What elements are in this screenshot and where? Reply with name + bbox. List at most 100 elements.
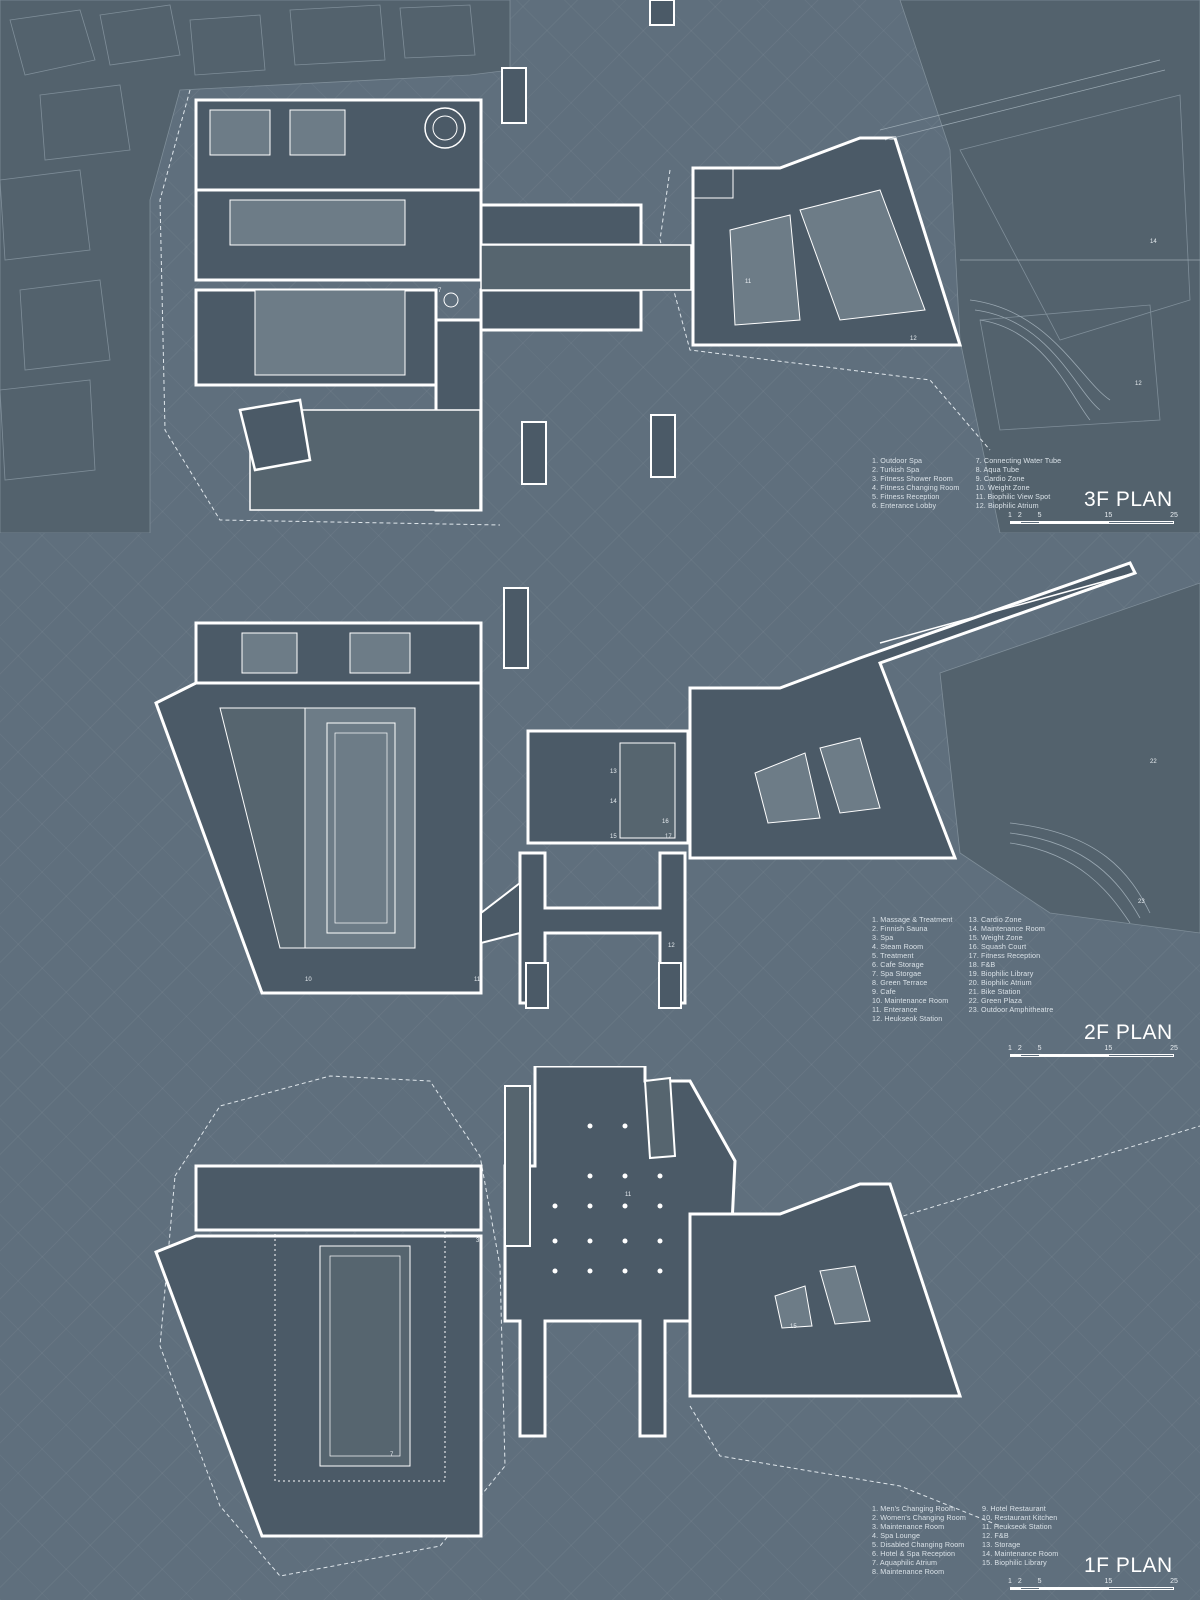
legend-item: 3. Spa: [872, 933, 894, 942]
scale-bar-2f: 1 2 5 15 25: [1008, 1045, 1178, 1059]
legend-item: 2. Turkish Spa: [872, 465, 920, 474]
legend-item: 1. Outdoor Spa: [872, 456, 923, 465]
legend-item: 15. Weight Zone: [968, 933, 1023, 942]
building-right-2f: [688, 561, 1138, 860]
site-boundary-1f: [159, 1075, 506, 1577]
room-number: 23: [1138, 899, 1145, 905]
room-number: 14: [1150, 239, 1157, 245]
legend-item: 1. Men's Changing Room: [872, 1504, 956, 1513]
room-number: 11: [474, 977, 481, 983]
legend-item: 9. Cafe: [872, 987, 896, 996]
legend-item: 19. Biophilic Library: [968, 969, 1034, 978]
legend-item: 16. Squash Court: [968, 942, 1027, 951]
room-number-labels-2f: 10 11 12 13 14 15 16 17 22 23: [305, 759, 1157, 983]
legend-item: 4. Fitness Changing Room: [872, 483, 960, 492]
legend-item: 5. Fitness Reception: [872, 492, 940, 501]
scale-tick: 25: [1170, 1578, 1178, 1585]
building-right-3f: [691, 136, 963, 347]
legend-item: 8. Maintenance Room: [872, 1567, 945, 1576]
scale-tick: 15: [1104, 1578, 1113, 1585]
building-right-1f: [688, 1182, 963, 1398]
legend-item: 14. Maintenance Room: [982, 1549, 1059, 1558]
room-number: 14: [610, 799, 617, 805]
room-number: 12: [668, 943, 675, 949]
building-left-2f: [154, 621, 483, 995]
room-number: 3: [476, 1238, 480, 1244]
legend-item: 13. Storage: [982, 1540, 1021, 1549]
legend-item: 11. Biophilic View Spot: [975, 492, 1051, 501]
room-number: 15: [610, 834, 617, 840]
plan-3f: 7 11 12 12 14 1. Outdoor Spa 2. Turkish …: [0, 0, 1200, 533]
legend-item: 11. Heukseok Station: [982, 1522, 1052, 1531]
legend-item: 8. Aqua Tube: [975, 465, 1020, 474]
legend-item: 13. Cardio Zone: [968, 915, 1022, 924]
legend-item: 21. Bike Station: [968, 987, 1021, 996]
legend-item: 6. Cafe Storage: [872, 960, 924, 969]
legend-item: 12. Biophilic Atrium: [975, 501, 1039, 510]
room-number: 12: [910, 336, 917, 342]
legend-1f: 1. Men's Changing Room 2. Women's Changi…: [872, 1504, 1072, 1576]
building-left-1f: [154, 1164, 483, 1538]
legend-item: 15. Biophilic Library: [982, 1558, 1047, 1567]
legend-item: 1. Massage & Treatment: [872, 915, 953, 924]
legend-item: 10. Restaurant Kitchen: [982, 1513, 1058, 1522]
room-number: 15: [790, 1324, 797, 1330]
scale-tick: 5: [1037, 1578, 1042, 1585]
room-number: 22: [1150, 759, 1157, 765]
legend-item: 9. Cardio Zone: [975, 474, 1025, 483]
legend-item: 7. Aquaphilic Atrium: [872, 1558, 938, 1567]
legend-item: 23. Outdoor Amphitheatre: [968, 1005, 1054, 1014]
legend-item: 10. Maintenance Room: [872, 996, 949, 1005]
legend-item: 2. Women's Changing Room: [872, 1513, 966, 1522]
scale-bar-3f: 1 2 5 15 25: [1008, 512, 1178, 526]
room-number: 10: [305, 977, 312, 983]
escalators-3f: [501, 0, 676, 485]
room-number: 16: [662, 819, 669, 825]
legend-item: 3. Fitness Shower Room: [872, 474, 953, 483]
site-boundary-3f: [159, 89, 501, 526]
scale-tick: 2: [1017, 1045, 1022, 1052]
scale-tick: 15: [1104, 512, 1113, 519]
plan-1f: 11 3 7 15 1. Men's Changing Room 2. Wome…: [0, 1066, 1200, 1600]
legend-item: 7. Spa Storgae: [872, 969, 922, 978]
legend-3f-col-1: 1. Outdoor Spa 2. Turkish Spa 3. Fitness…: [872, 456, 960, 510]
scale-tick: 5: [1037, 512, 1042, 519]
legend-1f-col-2: 9. Hotel Restaurant 10. Restaurant Kitch…: [982, 1504, 1058, 1567]
plan-2f: 10 11 12 13 14 15 16 17 22 23 1. Massage…: [0, 533, 1200, 1066]
scale-tick: 2: [1017, 1578, 1022, 1585]
room-number: 7: [390, 1452, 394, 1458]
legend-item: 14. Maintenance Room: [968, 924, 1045, 933]
room-number-labels-1f: 11 3 7 15: [390, 1192, 797, 1458]
legend-2f-col-2: 13. Cardio Zone 14. Maintenance Room 15.…: [969, 915, 1054, 1014]
legend-item: 2. Finnish Sauna: [872, 924, 928, 933]
legend-item: 12. F&B: [982, 1531, 1009, 1540]
plan-title-3f: 3F PLAN: [1084, 488, 1173, 511]
legend-item: 5. Treatment: [872, 951, 914, 960]
scale-tick: 1: [1008, 1045, 1012, 1052]
legend-item: 6. Enterance Lobby: [872, 501, 937, 510]
legend-item: 3. Maintenance Room: [872, 1522, 945, 1531]
scale-tick: 2: [1017, 512, 1022, 519]
context-right-2f: [939, 582, 1200, 934]
legend-item: 7. Connecting Water Tube: [975, 456, 1062, 465]
bridge-3f: [479, 203, 692, 332]
legend-item: 5. Disabled Changing Room: [872, 1540, 965, 1549]
room-number: 7: [438, 288, 442, 294]
legend-1f-col-1: 1. Men's Changing Room 2. Women's Changi…: [872, 1504, 966, 1576]
context-right-3f: [899, 0, 1200, 533]
legend-3f: 1. Outdoor Spa 2. Turkish Spa 3. Fitness…: [872, 456, 1075, 510]
scale-bar-1f: 1 2 5 15 25: [1008, 1578, 1178, 1592]
legend-item: 6. Hotel & Spa Reception: [872, 1549, 956, 1558]
room-number: 11: [625, 1192, 632, 1198]
room-number: 11: [745, 279, 752, 285]
legend-item: 20. Biophilic Atrium: [968, 978, 1032, 987]
context-buildings-3f: [0, 0, 511, 533]
legend-2f: 1. Massage & Treatment 2. Finnish Sauna …: [872, 915, 1067, 1023]
legend-item: 11. Enterance: [872, 1005, 918, 1014]
scale-tick: 1: [1008, 1578, 1012, 1585]
plan-2f-drawing: 10 11 12 13 14 15 16 17 22 23: [154, 561, 1200, 1009]
building-middle-2f: [526, 729, 690, 845]
plan-title-1f: 1F PLAN: [1084, 1554, 1173, 1577]
legend-item: 10. Weight Zone: [975, 483, 1030, 492]
